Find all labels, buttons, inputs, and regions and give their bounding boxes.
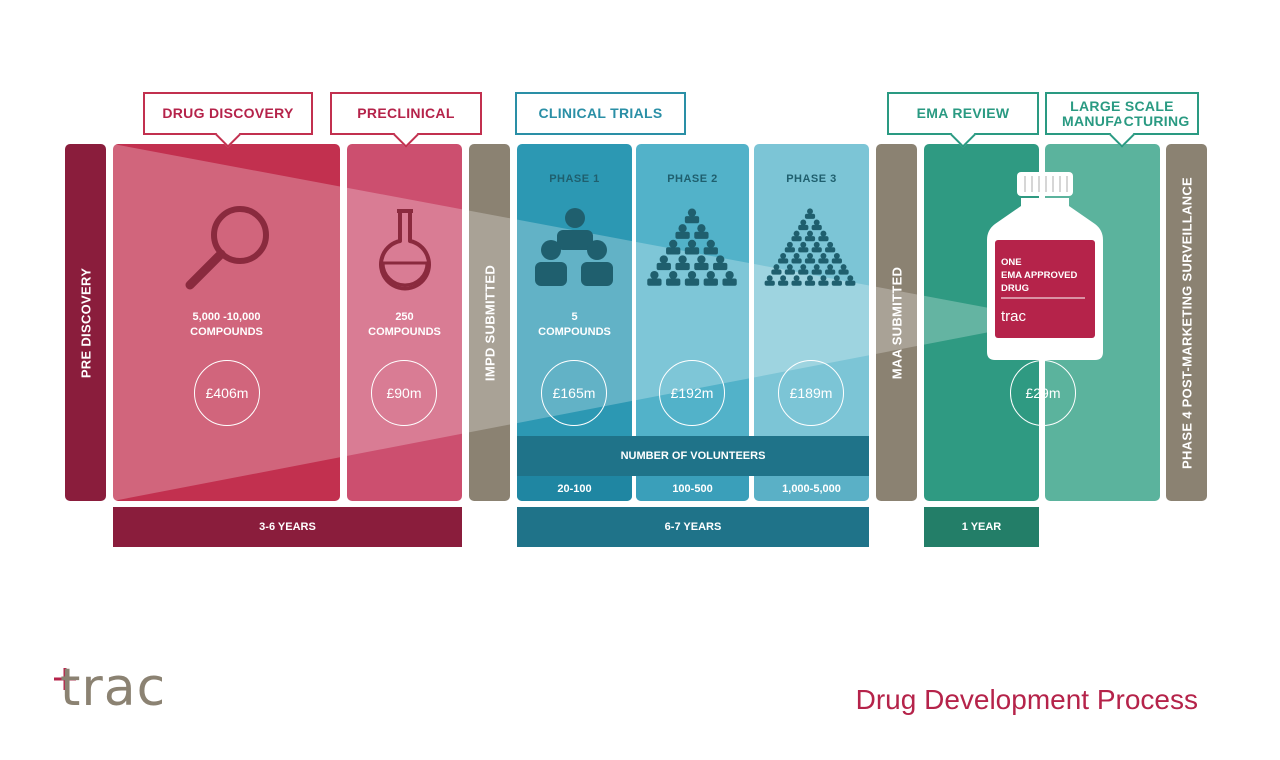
phase2-volunteers: 100-500 bbox=[636, 476, 749, 501]
volunteers-header-label: NUMBER OF VOLUNTEERS bbox=[620, 450, 766, 462]
preclinical-compounds: 250 COMPOUNDS bbox=[347, 310, 462, 340]
people-pyramid-icon bbox=[764, 208, 856, 286]
volunteers-header: NUMBER OF VOLUNTEERS bbox=[517, 436, 869, 476]
phase4-bar: PHASE 4 POST-MARKETING SURVEILLANCE bbox=[1166, 144, 1207, 501]
bottle-label: ONE EMA APPROVED DRUG bbox=[1001, 256, 1077, 295]
discovery-duration: 3-6 YEARS bbox=[259, 521, 316, 533]
bottle-label-line2: EMA APPROVED bbox=[1001, 270, 1078, 281]
preclinical-cost: £90m bbox=[386, 385, 422, 401]
clinical-duration: 6-7 YEARS bbox=[664, 521, 722, 533]
preclinical-callout-label: PRECLINICAL bbox=[357, 105, 455, 121]
phase2-volunteers-value: 100-500 bbox=[672, 482, 713, 495]
discovery-compounds: 5,000 -10,000 COMPOUNDS bbox=[113, 310, 340, 340]
trac-logo: trac bbox=[52, 658, 202, 720]
clinical-duration-bar: 6-7 YEARS bbox=[517, 507, 869, 547]
discovery-compounds-count: 5,000 -10,000 bbox=[192, 311, 261, 323]
discovery-duration-bar: 3-6 YEARS bbox=[113, 507, 462, 547]
phase3-cost-circle: £189m bbox=[778, 360, 844, 426]
maa-submitted-bar: MAA SUBMITTED bbox=[876, 144, 917, 501]
phase1-compounds: 5 COMPOUNDS bbox=[517, 310, 632, 340]
ema-review-callout: EMA REVIEW bbox=[887, 92, 1039, 148]
drug-discovery-callout: DRUG DISCOVERY bbox=[143, 92, 313, 148]
clinical-trials-callout: CLINICAL TRIALS bbox=[515, 92, 686, 135]
plus-icon bbox=[54, 668, 76, 690]
discovery-compounds-unit: COMPOUNDS bbox=[190, 326, 263, 338]
preclinical-callout: PRECLINICAL bbox=[330, 92, 482, 148]
page-title: Drug Development Process bbox=[855, 684, 1198, 715]
phase4-label: PHASE 4 POST-MARKETING SURVEILLANCE bbox=[1179, 176, 1194, 469]
phase1-compounds-count: 5 bbox=[571, 311, 578, 323]
pre-discovery-bar: PRE DISCOVERY bbox=[65, 144, 106, 501]
trac-logo-text: trac bbox=[60, 658, 167, 718]
discovery-cost-circle: £406m bbox=[194, 360, 260, 426]
phase1-volunteers-value: 20-100 bbox=[557, 482, 592, 495]
bottle-brand: trac bbox=[1001, 308, 1027, 325]
phase3-cost: £189m bbox=[789, 385, 833, 401]
phase1-cost-circle: £165m bbox=[541, 360, 607, 426]
clinical-trials-callout-label: CLINICAL TRIALS bbox=[538, 105, 663, 121]
ema-cost: £29m bbox=[1025, 385, 1061, 401]
phase2-label: PHASE 2 bbox=[667, 173, 718, 185]
phase1-label: PHASE 1 bbox=[549, 173, 600, 185]
large-scale-callout: LARGE SCALE MANUFACTURING bbox=[1045, 92, 1199, 148]
ema-duration-bar: 1 YEAR bbox=[924, 507, 1039, 547]
preclinical-cost-circle: £90m bbox=[371, 360, 437, 426]
medicine-bottle-icon: ONE EMA APPROVED DRUG trac bbox=[985, 172, 1105, 362]
phase1-cost: £165m bbox=[552, 385, 596, 401]
phase2-cost: £192m bbox=[670, 385, 714, 401]
drug-discovery-column bbox=[113, 144, 340, 501]
impd-submitted-bar: IMPD SUBMITTED bbox=[469, 144, 510, 501]
large-scale-callout-label: LARGE SCALE MANUFACTURING bbox=[1062, 97, 1190, 129]
pre-discovery-label: PRE DISCOVERY bbox=[78, 267, 93, 378]
preclinical-column bbox=[347, 144, 462, 501]
preclinical-compounds-unit: COMPOUNDS bbox=[368, 326, 441, 338]
impd-submitted-label: IMPD SUBMITTED bbox=[482, 264, 497, 381]
preclinical-compounds-count: 250 bbox=[395, 311, 414, 323]
phase1-compounds-unit: COMPOUNDS bbox=[538, 326, 611, 338]
people-pyramid-icon bbox=[647, 208, 737, 286]
discovery-cost: £406m bbox=[205, 385, 249, 401]
ema-duration: 1 YEAR bbox=[961, 521, 1002, 533]
phase1-volunteers: 20-100 bbox=[517, 476, 632, 501]
drug-discovery-callout-label: DRUG DISCOVERY bbox=[162, 105, 294, 121]
phase3-volunteers-value: 1,000-5,000 bbox=[782, 482, 841, 495]
flask-icon bbox=[379, 209, 431, 291]
ema-review-callout-label: EMA REVIEW bbox=[916, 105, 1010, 121]
people-group-icon bbox=[535, 208, 613, 286]
magnifier-icon bbox=[185, 206, 269, 290]
phase3-volunteers: 1,000-5,000 bbox=[754, 476, 869, 501]
phase3-label: PHASE 3 bbox=[786, 173, 837, 185]
ema-cost-circle: £29m bbox=[1010, 360, 1076, 426]
bottle-label-line3: DRUG bbox=[1001, 283, 1029, 294]
phase2-cost-circle: £192m bbox=[659, 360, 725, 426]
bottle-label-line1: ONE bbox=[1001, 257, 1022, 268]
maa-submitted-label: MAA SUBMITTED bbox=[889, 266, 904, 379]
